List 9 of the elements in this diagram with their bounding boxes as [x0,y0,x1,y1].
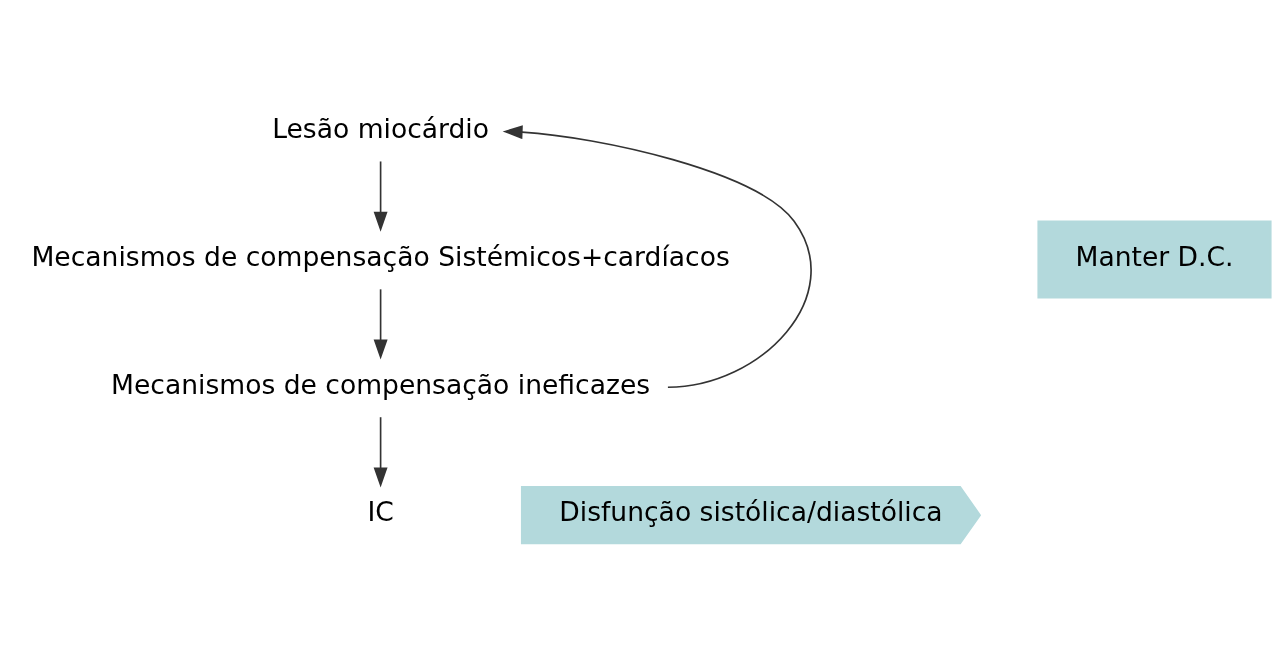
node-box: Manter D.C. [1037,219,1272,298]
arrow [373,160,388,232]
node-text: Mecanismos de compensação Sistémicos+cardíacos [31,240,730,272]
arrow [373,415,388,487]
arrow [373,288,388,360]
node-text: IC [367,495,394,527]
node-text: Lesão miocárdio [272,112,490,144]
node-text: Mecanismos de compensação ineficazes [111,368,651,400]
arrow [502,124,812,388]
